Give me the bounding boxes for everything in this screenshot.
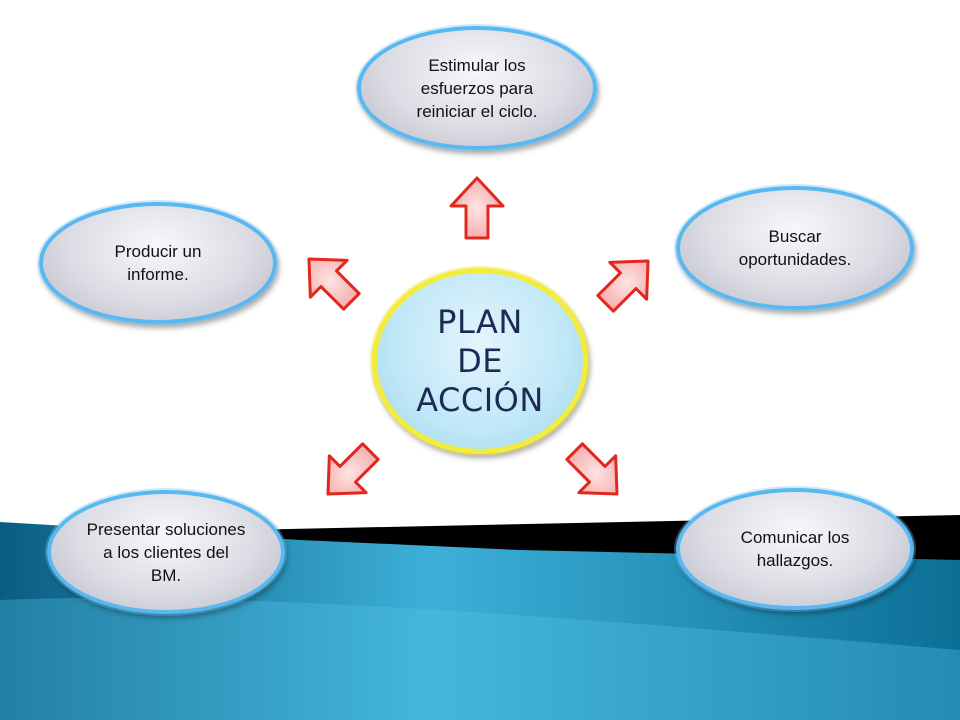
node-bottom-right: Comunicar los hallazgos. bbox=[676, 488, 914, 610]
node-bottom-right-label: Comunicar los hallazgos. bbox=[740, 528, 850, 570]
band-highlight bbox=[0, 598, 960, 720]
node-left: Producir un informe. bbox=[39, 202, 277, 324]
node-left-label: Producir un informe. bbox=[114, 242, 202, 284]
node-right: Buscar oportunidades. bbox=[676, 186, 914, 310]
node-top: Estimular los esfuerzos para reiniciar e… bbox=[357, 26, 597, 150]
arrow-upright-icon bbox=[596, 259, 650, 313]
arrow-upleft-icon bbox=[307, 257, 361, 311]
arrow-downright-icon bbox=[565, 442, 619, 496]
node-right-label: Buscar oportunidades. bbox=[738, 227, 852, 269]
node-bottom-left: Presentar soluciones a los clientes del … bbox=[47, 490, 285, 614]
arrow-downleft-icon bbox=[326, 442, 380, 496]
center-node: PLAN DE ACCIÓN bbox=[372, 268, 588, 454]
node-top-label: Estimular los esfuerzos para reiniciar e… bbox=[416, 55, 538, 121]
node-bottom-left-label: Presentar soluciones a los clientes del … bbox=[86, 519, 246, 585]
arrow-up-icon bbox=[449, 176, 505, 240]
center-label: PLAN DE ACCIÓN bbox=[416, 302, 544, 419]
